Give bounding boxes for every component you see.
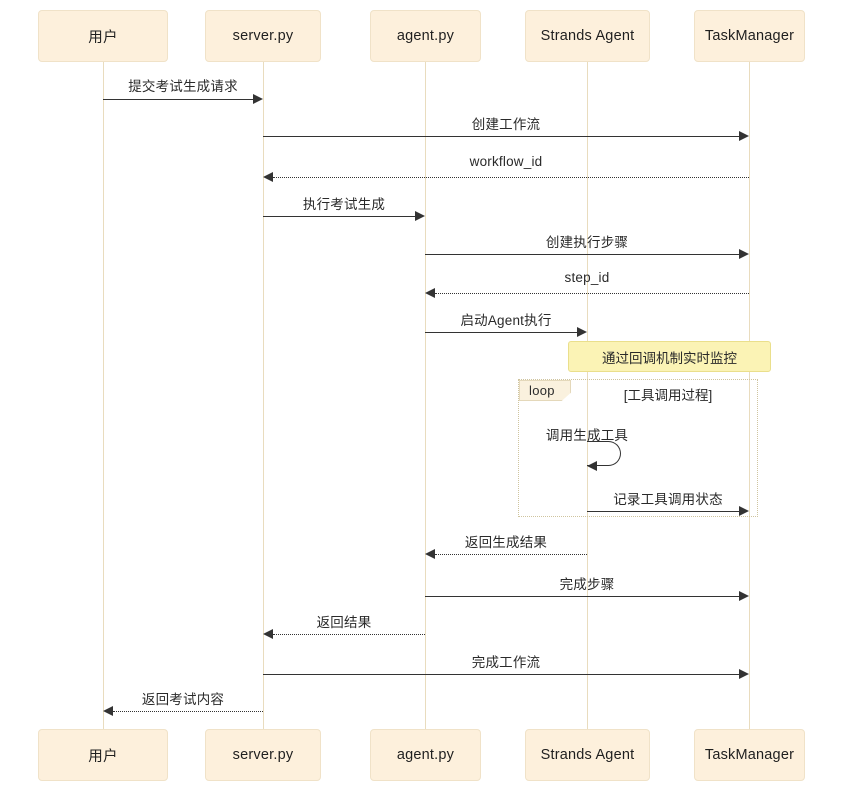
participant-label: server.py [232,747,294,763]
message-line-2 [263,136,739,137]
self-message-label: 调用生成工具 [545,428,629,443]
message-label-1: 提交考试生成请求 [128,79,238,94]
message-label-10: 完成步骤 [559,577,615,592]
message-arrowhead-9 [425,549,435,559]
message-line-5 [425,254,739,255]
message-arrowhead-8 [739,506,749,516]
message-line-13 [113,711,263,712]
participant-label: TaskManager [704,747,795,763]
loop-tag: loop [519,380,571,401]
lifeline-user [103,62,104,729]
message-line-7 [425,332,577,333]
participant-label: 用户 [88,748,118,765]
participant-header-server[interactable]: server.py [205,10,321,62]
message-arrowhead-12 [739,669,749,679]
lifeline-agent [425,62,426,729]
message-arrowhead-4 [415,211,425,221]
note-callback-monitor: 通过回调机制实时监控 [568,341,771,372]
lifeline-taskmanager [749,62,750,729]
message-label-4: 执行考试生成 [302,197,386,212]
message-line-8 [587,511,739,512]
participant-footer-agent[interactable]: agent.py [370,729,481,781]
participant-footer-server[interactable]: server.py [205,729,321,781]
participant-footer-strands[interactable]: Strands Agent [525,729,650,781]
participant-label: TaskManager [704,28,795,44]
lifeline-strands [587,62,588,729]
participant-label: agent.py [396,28,455,44]
message-line-4 [263,216,415,217]
message-arrowhead-3 [263,172,273,182]
message-label-6: step_id [564,270,610,285]
message-arrowhead-2 [739,131,749,141]
participant-label: agent.py [396,747,455,763]
message-line-3 [273,177,749,178]
participant-footer-user[interactable]: 用户 [38,729,168,781]
loop-title: [工具调用过程] [623,388,713,403]
participant-header-taskmanager[interactable]: TaskManager [694,10,805,62]
message-line-11 [273,634,425,635]
loop-tag-label: loop [529,383,555,398]
self-message-arrowhead [587,461,597,471]
participant-label: Strands Agent [540,747,635,763]
message-line-10 [425,596,739,597]
lifeline-server [263,62,264,729]
message-line-6 [435,293,749,294]
message-arrowhead-13 [103,706,113,716]
note-text: 通过回调机制实时监控 [602,350,737,366]
message-arrowhead-5 [739,249,749,259]
loop-fragment [518,379,758,517]
message-arrowhead-11 [263,629,273,639]
message-label-5: 创建执行步骤 [545,235,629,250]
message-line-9 [435,554,587,555]
message-label-3: workflow_id [469,154,543,169]
participant-label: Strands Agent [540,28,635,44]
participant-header-user[interactable]: 用户 [38,10,168,62]
message-label-7: 启动Agent执行 [460,313,552,328]
participant-label: 用户 [88,29,118,46]
message-arrowhead-6 [425,288,435,298]
message-arrowhead-1 [253,94,263,104]
message-label-11: 返回结果 [316,615,372,630]
message-label-2: 创建工作流 [471,117,541,132]
message-line-1 [103,99,253,100]
message-line-12 [263,674,739,675]
participant-label: server.py [232,28,294,44]
participant-header-strands[interactable]: Strands Agent [525,10,650,62]
self-message-loop [587,441,621,466]
message-label-8: 记录工具调用状态 [613,492,723,507]
message-label-9: 返回生成结果 [464,535,548,550]
participant-header-agent[interactable]: agent.py [370,10,481,62]
message-arrowhead-7 [577,327,587,337]
message-arrowhead-10 [739,591,749,601]
message-label-13: 返回考试内容 [141,692,225,707]
participant-footer-taskmanager[interactable]: TaskManager [694,729,805,781]
message-label-12: 完成工作流 [471,655,541,670]
